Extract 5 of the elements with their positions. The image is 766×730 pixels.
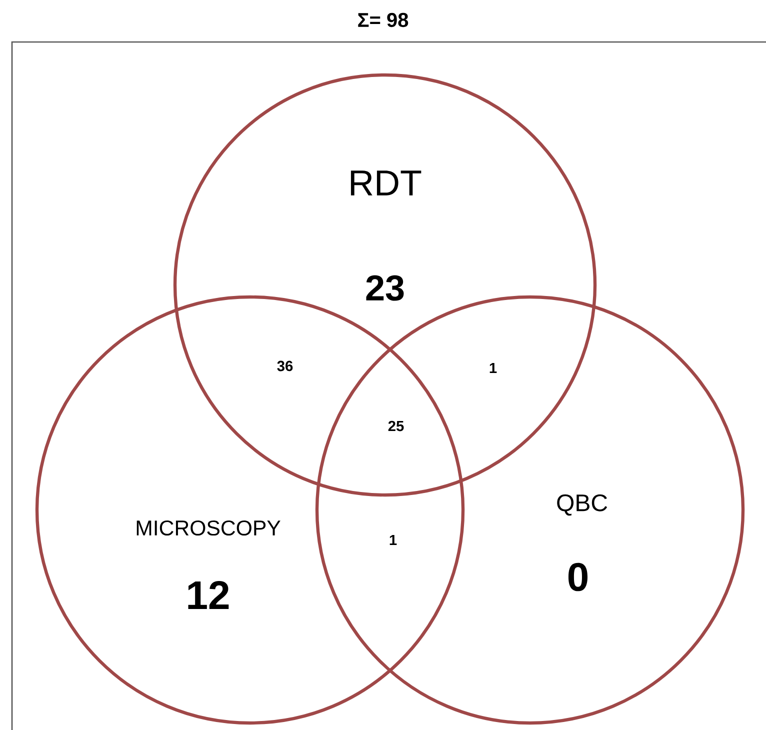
- region-count: 36: [277, 360, 293, 372]
- region-count: 1: [490, 362, 497, 374]
- region-count: 25: [388, 420, 404, 432]
- region-count: 1: [390, 534, 397, 546]
- diagram-title: Σ= 98: [358, 12, 408, 28]
